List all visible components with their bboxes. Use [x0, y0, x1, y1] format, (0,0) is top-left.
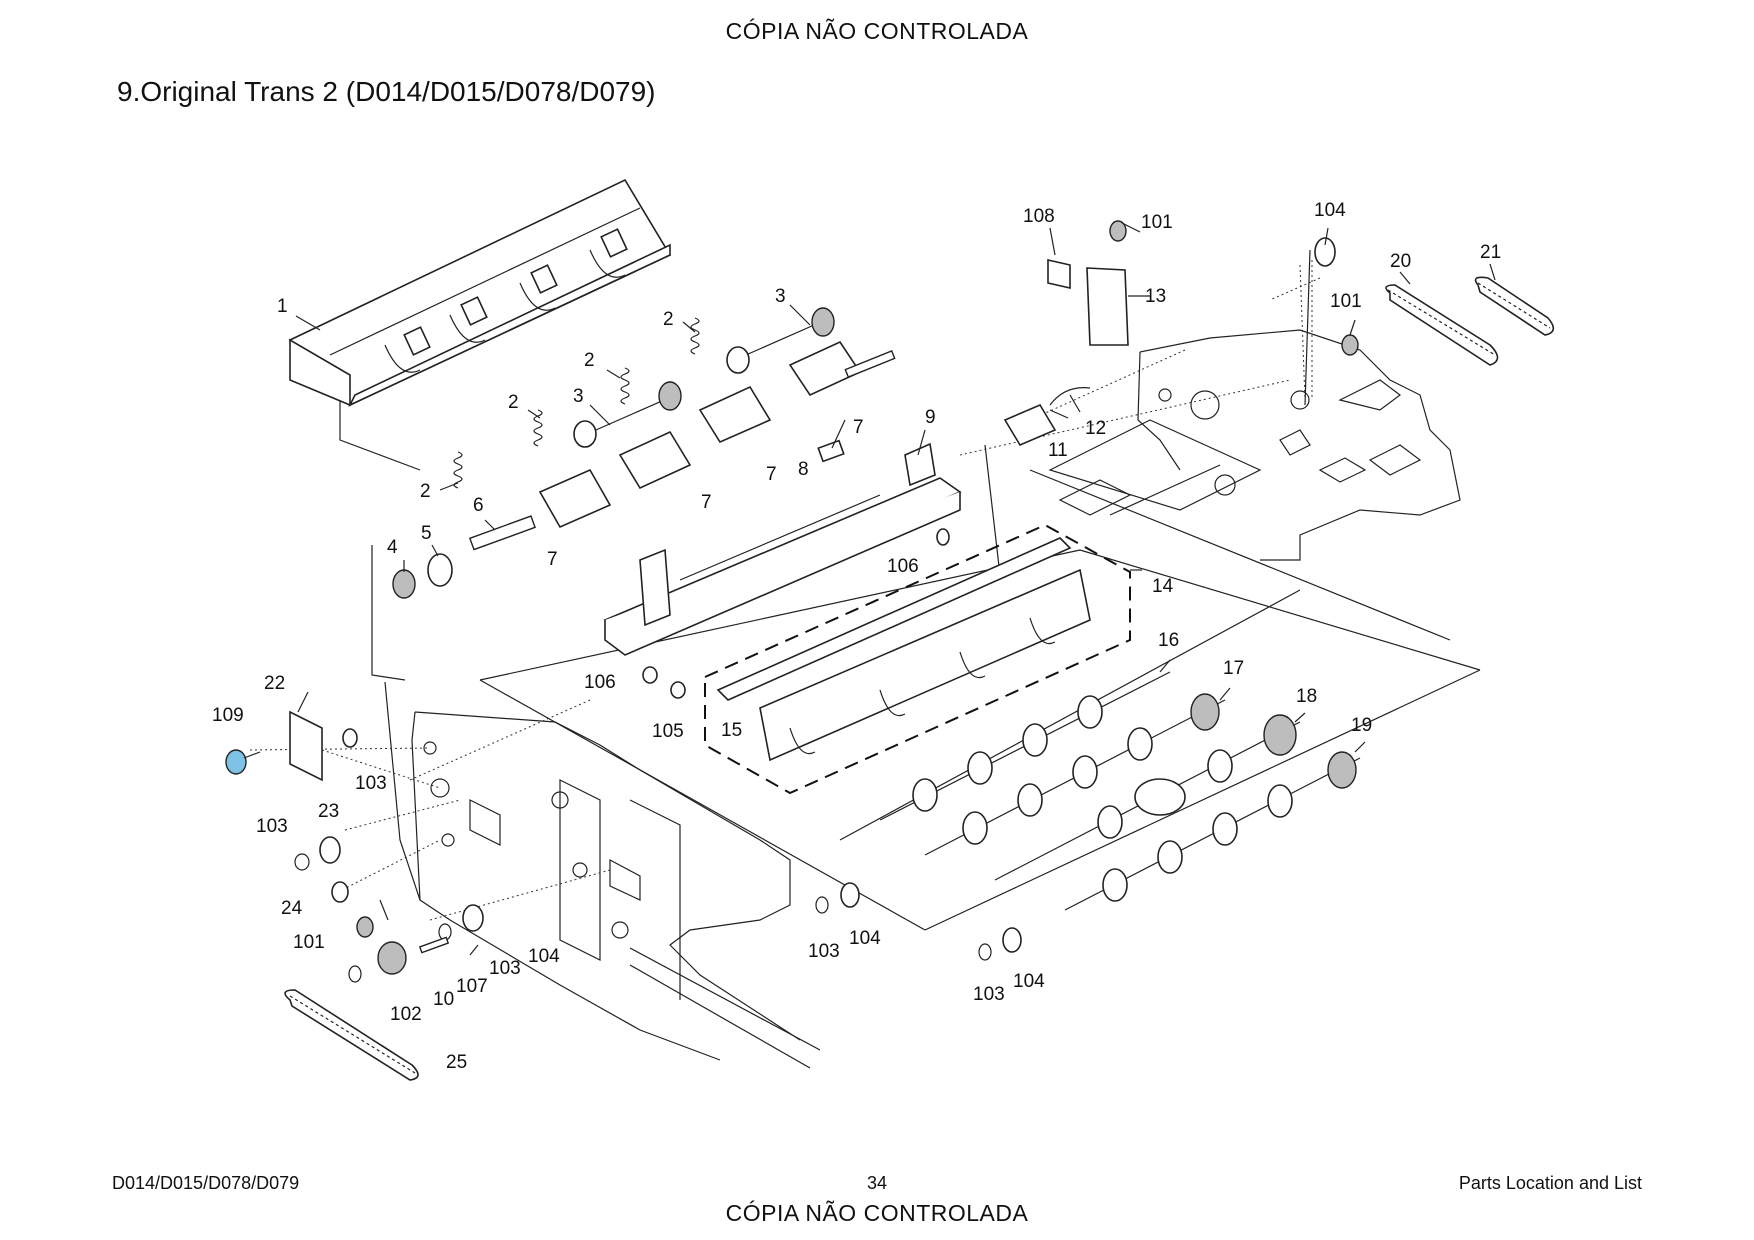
callout-7: 7 — [853, 417, 864, 438]
callout-108: 108 — [1023, 206, 1055, 227]
callout-109: 109 — [212, 705, 244, 726]
callout-104: 104 — [849, 928, 881, 949]
callout-105: 105 — [652, 721, 684, 742]
callout-101: 101 — [293, 932, 325, 953]
callout-2: 2 — [508, 392, 519, 413]
callout-106: 106 — [887, 556, 919, 577]
callout-11: 11 — [1048, 440, 1068, 461]
page-title: 9.Original Trans 2 (D014/D015/D078/D079) — [117, 76, 656, 107]
callout-104: 104 — [528, 946, 560, 967]
callout-20: 20 — [1390, 251, 1411, 272]
callout-19: 19 — [1351, 715, 1372, 736]
callout-101: 101 — [1330, 291, 1362, 312]
callout-22: 22 — [264, 673, 285, 694]
callout-13: 13 — [1145, 286, 1166, 307]
parts-11-12-13-108 — [1003, 258, 1129, 447]
part-17-shaft — [924, 693, 1226, 856]
callout-23: 23 — [318, 801, 339, 822]
callout-8: 8 — [798, 459, 809, 480]
callout-17: 17 — [1223, 658, 1244, 679]
parts-4-5-6 — [392, 515, 536, 599]
callout-9: 9 — [925, 407, 936, 428]
part-16-shaft — [879, 671, 1171, 821]
callout-103: 103 — [973, 984, 1005, 1005]
part-7-holders — [538, 340, 896, 529]
callout-7: 7 — [701, 492, 712, 513]
callout-24: 24 — [281, 898, 303, 919]
callout-4: 4 — [387, 537, 398, 558]
part-9-bracket — [603, 439, 962, 656]
callout-2: 2 — [663, 309, 674, 330]
watermark-bottom: CÓPIA NÃO CONTROLADA — [725, 1200, 1029, 1226]
callout-106: 106 — [584, 672, 616, 693]
callout-12: 12 — [1085, 418, 1106, 439]
callout-3: 3 — [775, 286, 786, 307]
callout-1: 1 — [277, 296, 288, 317]
page-number: 34 — [866, 1173, 888, 1193]
callout-2: 2 — [420, 481, 431, 502]
callout-103: 103 — [256, 816, 288, 837]
leader-lines — [295, 222, 1496, 956]
callout-14: 14 — [1152, 576, 1174, 597]
part-14-guide-assembly — [704, 523, 1131, 795]
callout-25: 25 — [446, 1052, 467, 1073]
callout-10: 10 — [433, 989, 454, 1010]
part-22-bracket — [289, 710, 323, 782]
part-1-guide-plate — [288, 178, 672, 407]
part-3-roller-shafts — [573, 307, 835, 448]
callout-18: 18 — [1296, 686, 1317, 707]
right-side-frame — [1048, 329, 1461, 561]
guide-lines — [479, 469, 1481, 931]
callout-3: 3 — [573, 386, 584, 407]
callout-5: 5 — [421, 523, 432, 544]
footer-section-name: Parts Location and List — [1458, 1173, 1642, 1193]
callout-16: 16 — [1158, 630, 1179, 651]
callout-6: 6 — [473, 495, 484, 516]
alignment-lines — [249, 249, 1321, 921]
small-hardware — [294, 220, 1359, 983]
callout-7: 7 — [547, 549, 558, 570]
callout-7: 7 — [766, 464, 777, 485]
callout-103: 103 — [489, 958, 521, 979]
callout-103: 103 — [808, 941, 840, 962]
callout-104: 104 — [1013, 971, 1045, 992]
footer-model-numbers: D014/D015/D078/D079 — [112, 1173, 300, 1193]
callout-101: 101 — [1141, 212, 1173, 233]
callout-102: 102 — [390, 1004, 422, 1025]
part-25-timing-belt — [284, 989, 419, 1081]
callout-104: 104 — [1314, 200, 1346, 221]
part-19-shaft — [1064, 751, 1361, 911]
left-side-frame — [384, 681, 821, 1069]
part-21-timing-belt — [1474, 276, 1555, 336]
callout-103: 103 — [355, 773, 387, 794]
callout-labels: 1 2 2 2 2 3 3 4 5 6 7 7 7 7 8 9 10 11 12… — [212, 200, 1501, 1073]
watermark-top: CÓPIA NÃO CONTROLADA — [725, 18, 1029, 44]
part-109-screw — [225, 749, 261, 775]
callout-15: 15 — [721, 720, 742, 741]
part-20-timing-belt — [1385, 284, 1499, 366]
callout-107: 107 — [456, 976, 488, 997]
callout-2: 2 — [584, 350, 595, 371]
part-18-shaft — [994, 714, 1301, 881]
callout-21: 21 — [1480, 242, 1501, 263]
